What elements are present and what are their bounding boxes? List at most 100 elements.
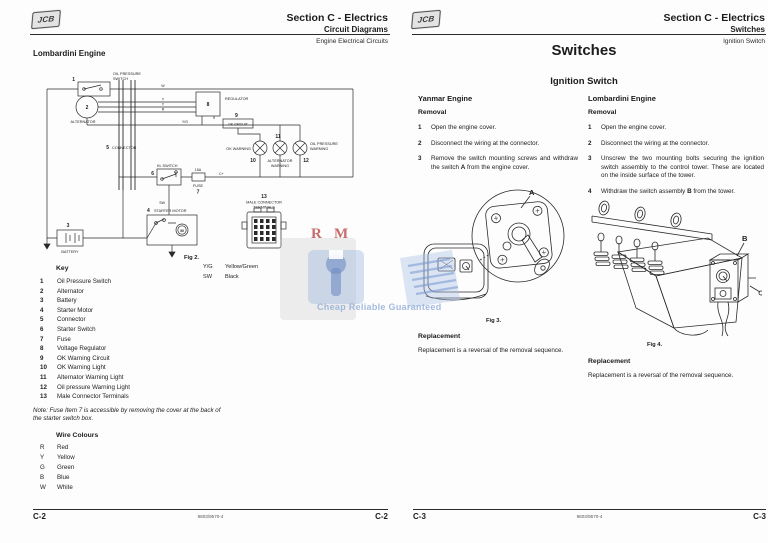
key-label: Male Connector Terminals bbox=[57, 393, 129, 401]
wc-code: B bbox=[40, 474, 45, 481]
wire-key-row: SW Black bbox=[203, 274, 239, 280]
key-label: Fuse bbox=[57, 335, 71, 343]
step-text: Remove the switch mounting screws and wi… bbox=[431, 155, 578, 171]
fig3-callout-a: A bbox=[529, 188, 535, 197]
header-subsection: Switches bbox=[730, 25, 765, 34]
lombardini-removal-heading: Removal bbox=[588, 109, 617, 116]
header-rule bbox=[30, 34, 390, 36]
key-no: 6 bbox=[40, 325, 44, 333]
page-number-left: C-2 bbox=[33, 512, 46, 521]
wc-name: Blue bbox=[57, 474, 70, 481]
key-no: 10 bbox=[40, 364, 47, 372]
step-no: 3 bbox=[418, 155, 422, 162]
key-no: 8 bbox=[40, 345, 44, 353]
key-label: Voltage Regulator bbox=[57, 345, 107, 353]
step: 4 Withdraw the switch assembly B from the… bbox=[588, 188, 764, 197]
wc-code: Y bbox=[40, 454, 45, 461]
fig3-caption: Fig 3. bbox=[486, 318, 502, 324]
page-number-right: C-2 bbox=[375, 512, 388, 521]
key-item: 8 Voltage Regulator bbox=[40, 345, 250, 355]
lombardini-replacement-text: Replacement is a reversal of the removal… bbox=[588, 372, 734, 379]
key-item: 13 Male Connector Terminals bbox=[40, 393, 250, 403]
key-no: 12 bbox=[40, 383, 47, 391]
label-10: 10 bbox=[250, 158, 256, 164]
note-text: Note: Fuse Item 7 is accessible by remov… bbox=[33, 407, 221, 423]
fig4-caption: Fig 4. bbox=[647, 342, 663, 348]
header-topic: Ignition Switch bbox=[723, 38, 765, 45]
page-switches: JCB Section C - Electrics Switches Ignit… bbox=[400, 0, 768, 543]
label-starter-motor: STARTER MOTOR bbox=[154, 209, 187, 213]
step-text: Disconnect the wiring at the connector. bbox=[431, 139, 540, 147]
label-battery: BATTERY bbox=[61, 250, 79, 254]
key-no: 11 bbox=[40, 373, 47, 381]
label-fuse-rating: 15A bbox=[195, 168, 202, 172]
step-text: Withdraw the switch assembly B from the … bbox=[601, 187, 736, 195]
step: 3 Remove the switch mounting screws and w… bbox=[418, 155, 578, 172]
key-label: Oil Pressure Switch bbox=[57, 278, 111, 285]
key-heading: Key bbox=[56, 265, 69, 272]
jcb-logo: JCB bbox=[411, 9, 441, 30]
label-12: 12 bbox=[303, 158, 309, 164]
key-no: 13 bbox=[40, 393, 47, 401]
wire-label-y2: Y bbox=[162, 103, 165, 107]
fig4-callout-b: B bbox=[742, 234, 748, 243]
label-3: 3 bbox=[67, 223, 70, 229]
step-text: Unscrew the two mounting bolts securing … bbox=[601, 155, 764, 179]
label-alt-warning-1: ALTERNATOR bbox=[268, 159, 293, 163]
wc-name: White bbox=[57, 484, 73, 491]
wc-name: Yellow bbox=[57, 454, 75, 461]
publication-number: 9803/9570-4 bbox=[576, 514, 603, 519]
step-text: Open the engine cover. bbox=[431, 124, 497, 131]
fig2-caption: Fig 2. bbox=[184, 255, 200, 261]
wire-label-r: R bbox=[162, 108, 165, 112]
wire-key-row: Y/G Yellow/Green bbox=[203, 264, 258, 270]
step-text: Disconnect the wiring at the connector. bbox=[601, 139, 710, 147]
page-number-left: C-3 bbox=[413, 512, 426, 521]
jcb-logo: JCB bbox=[31, 9, 61, 30]
wire-label-cplus: C+ bbox=[219, 172, 224, 176]
key-label: Alternator Warning Light bbox=[57, 373, 124, 381]
label-7: 7 bbox=[197, 190, 200, 196]
wc-code: R bbox=[40, 444, 45, 451]
footer: C-3 9803/9570-4 C-3 bbox=[413, 509, 766, 521]
wc-name: Green bbox=[57, 464, 75, 471]
label-male-connector-1: MALE CONNECTOR bbox=[246, 201, 282, 205]
label-8: 8 bbox=[207, 102, 210, 108]
yanmar-removal-heading: Removal bbox=[418, 109, 447, 116]
step-no: 2 bbox=[588, 139, 592, 147]
wire-colour-item: B Blue bbox=[40, 474, 160, 484]
page-subtitle: Ignition Switch bbox=[550, 76, 618, 87]
fig3-ignition-switch-illustration: A bbox=[423, 188, 565, 301]
label-oil-warning-2: WARNING bbox=[310, 147, 328, 151]
wire-colour-item: Y Yellow bbox=[40, 454, 160, 464]
key-label: Starter Motor bbox=[57, 306, 94, 314]
lombardini-heading: Lombardini Engine bbox=[588, 94, 656, 103]
key-no: 5 bbox=[40, 316, 44, 324]
label-1: 1 bbox=[72, 77, 75, 83]
header-rule bbox=[412, 34, 766, 36]
label-oil-warning-1: OIL PRESSURE bbox=[310, 142, 338, 146]
step-no: 4 bbox=[588, 187, 592, 195]
label-alternator: ALTERNATOR bbox=[71, 120, 96, 124]
wire-key-code: Y/G bbox=[203, 264, 213, 270]
step-text: Open the engine cover. bbox=[601, 124, 667, 131]
label-ok-warning: OK WARNING bbox=[226, 147, 251, 151]
label-5: 5 bbox=[106, 145, 109, 151]
key-no: 9 bbox=[40, 354, 44, 362]
